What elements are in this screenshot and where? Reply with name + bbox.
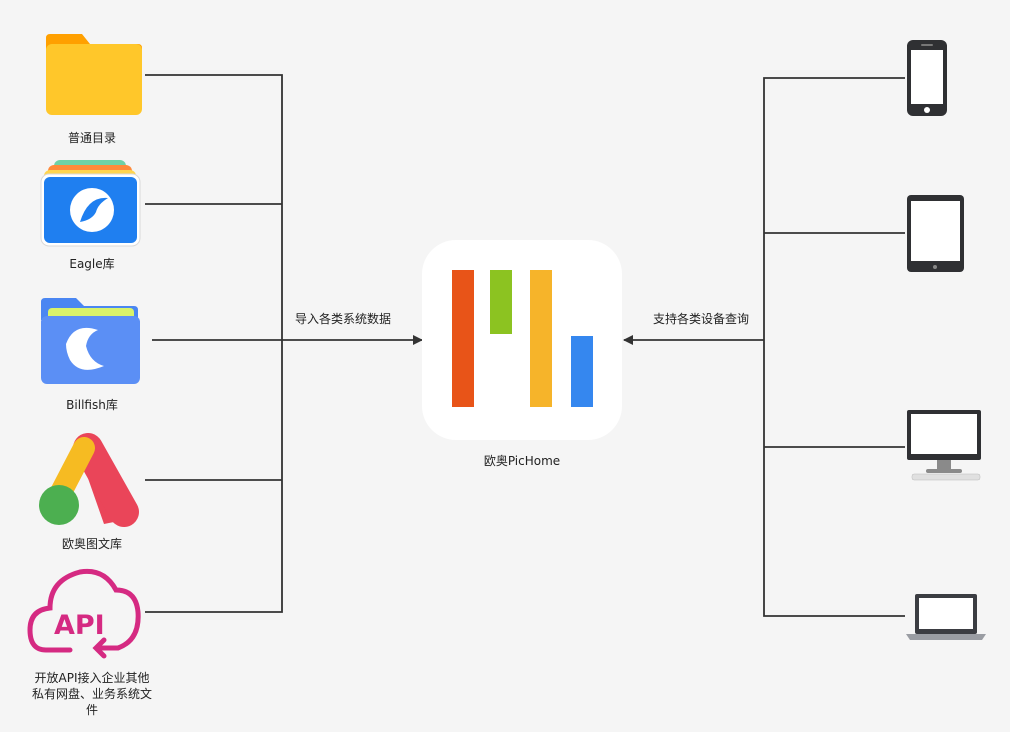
- import-label: 导入各类系统数据: [294, 312, 391, 326]
- devices-label: 支持各类设备查询: [652, 312, 749, 326]
- source-label-api: 开放API接入企业其他私有网盘、业务系统文件: [31, 671, 152, 717]
- connector-api: [145, 340, 283, 613]
- desktop-monitor-icon: [907, 410, 981, 481]
- phone-icon: [907, 40, 947, 116]
- pichome-logo-icon: [422, 240, 622, 440]
- right-connectors: [623, 77, 905, 617]
- source-label-eagle: Eagle库: [69, 257, 115, 271]
- tablet-icon: [907, 195, 964, 272]
- center-label: 欧奥PicHome: [483, 454, 561, 468]
- connector-phone: [763, 77, 905, 617]
- source-label-folder: 普通目录: [67, 131, 116, 145]
- ouao-library-icon: [39, 433, 139, 527]
- laptop-icon: [906, 594, 986, 640]
- source-label-ouao: 欧奥图文库: [61, 537, 122, 551]
- left-connectors: [145, 74, 423, 613]
- connector-folder: [145, 74, 283, 340]
- api-cloud-icon: API: [27, 568, 141, 659]
- eagle-app-icon: [40, 160, 141, 247]
- billfish-app-icon: [41, 298, 140, 384]
- folder-icon: [46, 34, 142, 115]
- svg-text:API: API: [54, 610, 105, 641]
- source-label-billfish: Billfish库: [66, 398, 118, 412]
